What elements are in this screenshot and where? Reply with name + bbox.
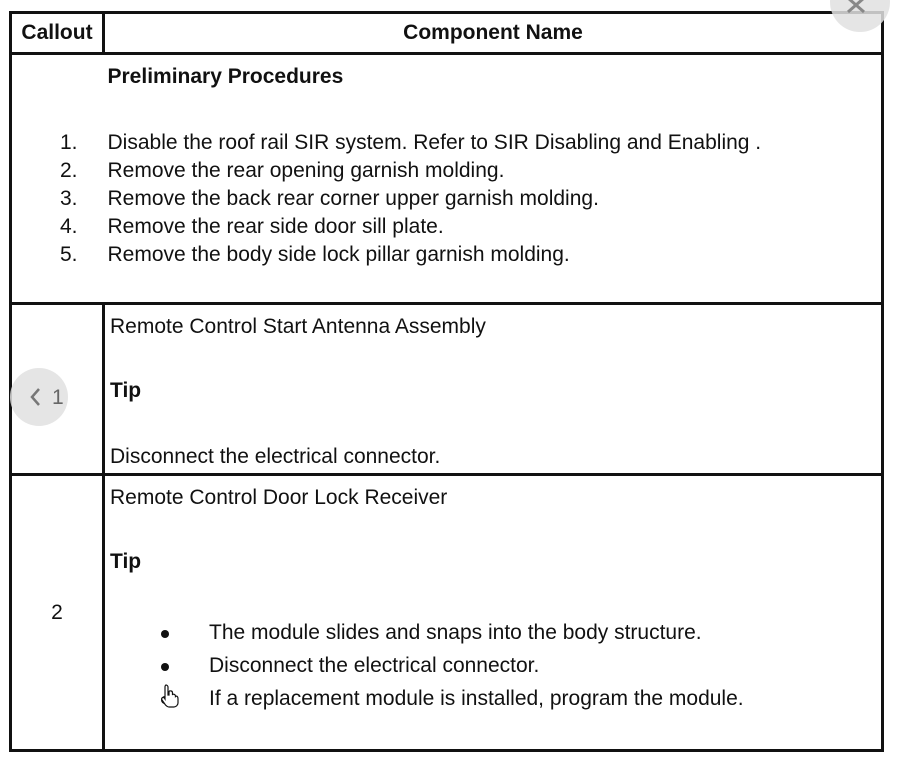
component-cell-1: Remote Control Start Antenna Assembly Ti… bbox=[102, 302, 884, 476]
list-item: 1. Disable the roof rail SIR system. Refe… bbox=[60, 129, 882, 157]
list-item: 4. Remove the rear side door sill plate. bbox=[60, 213, 882, 241]
component-name: Remote Control Start Antenna Assembly bbox=[110, 315, 486, 338]
tip-text: Disconnect the electrical connector. bbox=[110, 445, 441, 468]
list-item: Disconnect the electrical connector. bbox=[105, 649, 881, 682]
bullet-icon bbox=[161, 663, 169, 671]
preliminary-cell: Preliminary Procedures 1. Disable the roo… bbox=[60, 52, 884, 305]
step-text: Remove the body side lock pillar garnish… bbox=[107, 243, 570, 266]
preliminary-row: Preliminary Procedures 1. Disable the roo… bbox=[9, 52, 884, 305]
preliminary-steps: 1. Disable the roof rail SIR system. Refe… bbox=[60, 129, 882, 269]
step-number: 1. bbox=[59, 131, 78, 154]
step-number: 5. bbox=[59, 243, 78, 266]
carousel-prev-button[interactable] bbox=[10, 368, 68, 426]
step-text: Remove the rear side door sill plate. bbox=[107, 215, 444, 238]
preliminary-title: Preliminary Procedures bbox=[107, 65, 344, 88]
table-header-row: Callout Component Name bbox=[9, 11, 884, 55]
hand-pointer-icon bbox=[161, 684, 179, 708]
bullet-text: If a replacement module is installed, pr… bbox=[209, 687, 744, 710]
list-item: If a replacement module is installed, pr… bbox=[105, 682, 881, 715]
component-name: Remote Control Door Lock Receiver bbox=[110, 486, 448, 509]
chevron-left-icon bbox=[30, 388, 40, 406]
step-number: 4. bbox=[59, 215, 78, 238]
step-number: 3. bbox=[59, 187, 78, 210]
procedure-table: Callout Component Name Preliminary Proce… bbox=[9, 11, 884, 752]
list-item: 5. Remove the body side lock pillar garni… bbox=[60, 241, 882, 269]
table-row: 2 Remote Control Door Lock Receiver Tip … bbox=[9, 473, 884, 752]
bullet-icon bbox=[161, 630, 169, 638]
component-cell-2: Remote Control Door Lock Receiver Tip Th… bbox=[102, 473, 884, 752]
list-item: The module slides and snaps into the bod… bbox=[105, 616, 881, 649]
component-name-header: Component Name bbox=[102, 11, 884, 55]
table-row: Remote Control Start Antenna Assembly Ti… bbox=[9, 302, 884, 476]
callout-header: Callout bbox=[9, 11, 105, 55]
callout-number-1: 1 bbox=[52, 386, 64, 409]
step-text: Remove the rear opening garnish molding. bbox=[107, 159, 505, 182]
list-item: 2. Remove the rear opening garnish moldin… bbox=[60, 157, 882, 185]
bullet-text: Disconnect the electrical connector. bbox=[209, 654, 540, 677]
close-icon bbox=[847, 0, 865, 14]
bullet-text: The module slides and snaps into the bod… bbox=[209, 621, 702, 644]
callout-cell-2: 2 bbox=[9, 473, 105, 752]
preliminary-callout-cell bbox=[9, 52, 104, 305]
step-text: Remove the back rear corner upper garnis… bbox=[107, 187, 599, 210]
step-text: Disable the roof rail SIR system. Refer … bbox=[107, 131, 762, 154]
tip-bullets: The module slides and snaps into the bod… bbox=[105, 616, 881, 715]
list-item: 3. Remove the back rear corner upper garn… bbox=[60, 185, 882, 213]
step-number: 2. bbox=[59, 159, 78, 182]
tip-label: Tip bbox=[110, 379, 142, 402]
tip-label: Tip bbox=[110, 550, 142, 573]
